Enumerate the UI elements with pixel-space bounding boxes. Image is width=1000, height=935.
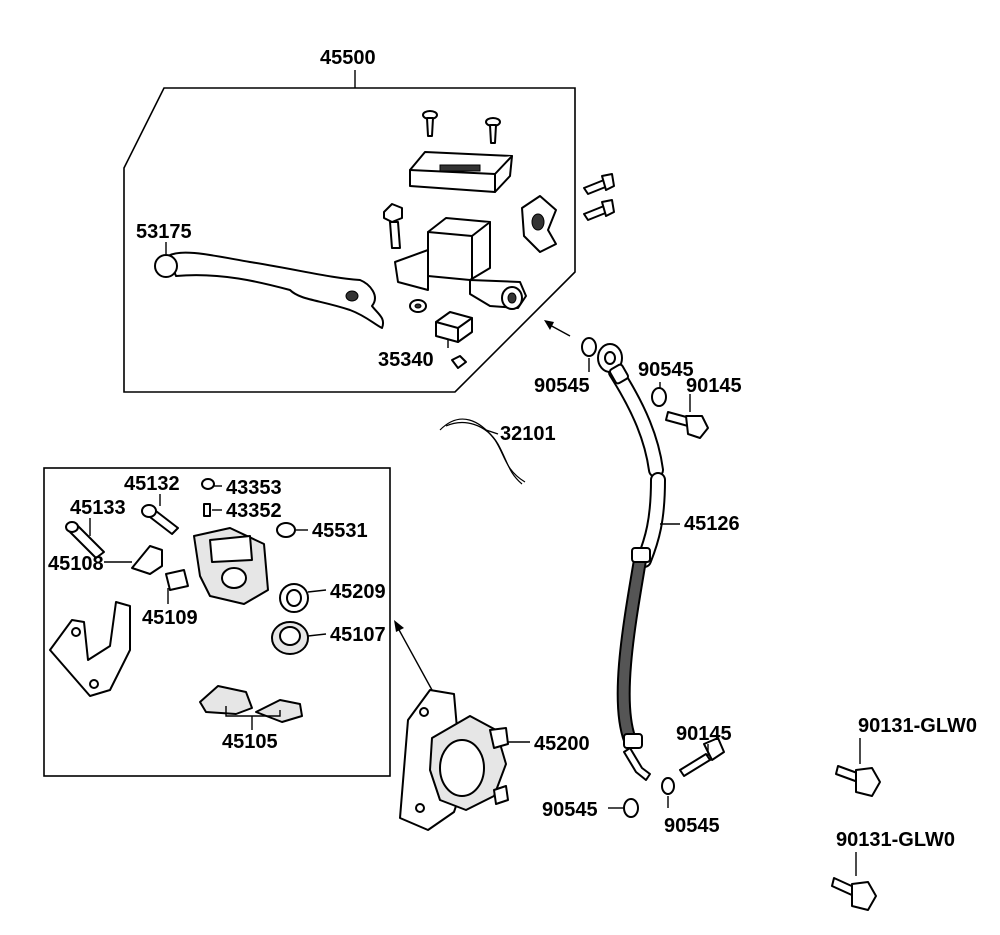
piston-seal: [279, 583, 309, 613]
label-90545-bottom-right: 90545: [664, 815, 720, 837]
flange-bolt-lower: [831, 877, 877, 911]
label-53175: 53175: [136, 221, 192, 243]
pad-retainer: [165, 569, 189, 591]
master-cylinder-body: [394, 217, 527, 310]
leader-lines: [89, 242, 861, 876]
arrow-to-master: [544, 320, 571, 337]
caliper-parts-box: [43, 467, 391, 777]
label-45107: 45107: [330, 624, 386, 646]
label-45133: 45133: [70, 497, 126, 519]
brake-light-switch: [435, 311, 473, 343]
banjo-bolt-bottom: [679, 737, 725, 777]
bleeder-cap: [201, 478, 215, 490]
caliper-bracket: [49, 601, 131, 697]
boot-cap: [276, 522, 296, 538]
washer-bottom-right: [661, 777, 675, 795]
label-45200: 45200: [534, 733, 590, 755]
label-90131-glw0-lower: 90131-GLW0: [836, 829, 955, 851]
brake-pad-left: [199, 685, 253, 715]
label-45132: 45132: [124, 473, 180, 495]
pad-leader: [225, 706, 281, 730]
label-45531: 45531: [312, 520, 368, 542]
sensor-wire: [439, 418, 526, 485]
caliper-pin-long: [65, 521, 105, 559]
brake-hose: [608, 364, 666, 781]
label-43352: 43352: [226, 500, 282, 522]
label-90545-top-left: 90545: [534, 375, 590, 397]
bleeder-screw: [203, 503, 211, 517]
label-90545-bottom-left: 90545: [542, 799, 598, 821]
clamp-bolt-top: [583, 173, 615, 195]
handlebar-clamp: [521, 195, 557, 253]
banjo-bolt-top: [665, 411, 709, 439]
master-cylinder-assembly-box: [123, 70, 576, 393]
cover-screw-left: [422, 110, 438, 137]
label-45105: 45105: [222, 731, 278, 753]
label-90131-glw0-upper: 90131-GLW0: [858, 715, 977, 737]
label-45126: 45126: [684, 513, 740, 535]
reservoir-cover: [409, 151, 513, 193]
label-35340: 35340: [378, 349, 434, 371]
hose-banjo-top: [597, 343, 629, 385]
washer-top-left: [581, 337, 597, 357]
brake-caliper-assembly: [399, 689, 509, 831]
clamp-bolt-bottom: [583, 199, 615, 221]
label-45500: 45500: [320, 47, 376, 69]
switch-screw: [451, 355, 467, 369]
label-90145-top: 90145: [686, 375, 742, 397]
arrow-to-caliper-box: [394, 620, 433, 691]
label-45108: 45108: [48, 553, 104, 575]
pivot-bolt: [383, 203, 403, 249]
label-90545-top-right: 90545: [638, 359, 694, 381]
label-32101: 32101: [500, 423, 556, 445]
washer-top-right: [651, 387, 667, 407]
flange-bolt-upper: [835, 765, 881, 797]
caliper-pin-short: [141, 504, 179, 535]
brake-lever: [154, 251, 384, 329]
pivot-nut: [409, 299, 427, 313]
caliper-piston: [271, 621, 309, 655]
brake-pad-right: [255, 699, 303, 723]
pad-spring: [131, 545, 163, 575]
cover-screw-right: [485, 117, 501, 144]
caliper-body: [193, 527, 269, 605]
label-90145-bottom: 90145: [676, 723, 732, 745]
label-43353: 43353: [226, 477, 282, 499]
label-45209: 45209: [330, 581, 386, 603]
washer-bottom-left: [623, 798, 639, 818]
label-45109: 45109: [142, 607, 198, 629]
